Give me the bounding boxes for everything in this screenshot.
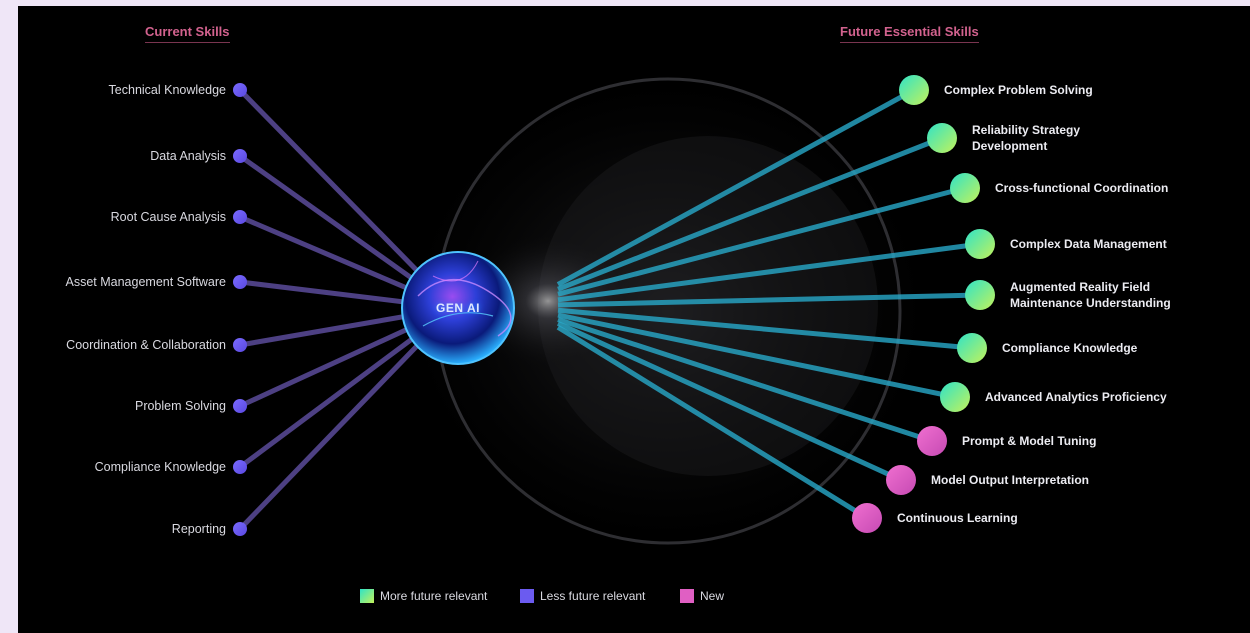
current-skill-label: Root Cause Analysis [110, 210, 226, 224]
new-swatch [680, 589, 694, 603]
more-relevant-swatch [360, 589, 374, 603]
gen-ai-orb [401, 251, 515, 365]
future-skill-label: Continuous Learning [897, 511, 1018, 525]
future-skill-label: Complex Data Management [1010, 237, 1167, 251]
future-skill-label: Advanced Analytics Proficiency [985, 390, 1167, 404]
current-skill-node [233, 338, 247, 352]
future-skill-node [940, 382, 970, 412]
future-skill-node [950, 173, 980, 203]
less-relevant-swatch [520, 589, 534, 603]
future-skills-header: Future Essential Skills [840, 24, 979, 43]
future-connector-line [556, 87, 916, 287]
current-connector-line [238, 153, 430, 292]
future-skill-label: Model Output Interpretation [931, 473, 1089, 487]
current-skill-label: Reporting [171, 522, 226, 536]
future-skill-label: Cross-functional Coordination [995, 181, 1169, 195]
legend-new: New [680, 589, 724, 603]
future-skill-label: Reliability Strategy Development [972, 123, 1081, 153]
diagram-canvas: Current Skills Future Essential Skills G… [18, 6, 1250, 633]
current-skill-nodes [233, 83, 247, 536]
current-skill-node [233, 149, 247, 163]
new-skill-node [886, 465, 916, 495]
legend-label: More future relevant [380, 589, 488, 603]
current-skill-node [233, 210, 247, 224]
legend-less-relevant: Less future relevant [520, 589, 645, 603]
future-connector-line [557, 185, 966, 297]
legend-label: New [700, 589, 725, 603]
future-connector-line [556, 325, 869, 521]
current-connector-line [239, 214, 429, 300]
current-skill-label: Asset Management Software [65, 275, 227, 289]
current-connector-line [238, 317, 430, 409]
future-skill-node [957, 333, 987, 363]
current-skill-node [233, 275, 247, 289]
connection-graph [233, 75, 995, 545]
future-connector-line [557, 241, 981, 303]
new-skill-node [852, 503, 882, 533]
future-skill-node [965, 229, 995, 259]
current-skill-node [233, 522, 247, 536]
future-connector-line [557, 312, 956, 400]
future-skill-label: Augmented Reality Field Maintenance Unde… [1010, 280, 1171, 310]
current-skill-node [233, 83, 247, 97]
current-connector-line [238, 88, 430, 284]
future-skill-nodes [852, 75, 995, 533]
gen-ai-label: GEN AI [436, 301, 480, 315]
current-skill-node [233, 460, 247, 474]
legend-label: Less future relevant [540, 589, 646, 603]
current-connector-line [238, 325, 430, 470]
future-connector-line [557, 307, 973, 351]
current-connector-line [238, 332, 430, 531]
current-skill-connectors [238, 88, 430, 531]
future-connector-line [557, 292, 981, 308]
current-skills-header: Current Skills [145, 24, 230, 43]
current-skill-label: Data Analysis [150, 149, 226, 163]
current-connector-line [239, 279, 429, 308]
current-skill-node [233, 399, 247, 413]
current-skill-label: Coordination & Collaboration [66, 338, 226, 352]
legend-more-relevant: More future relevant [360, 589, 487, 603]
future-skill-node [927, 123, 957, 153]
future-skill-label: Complex Problem Solving [944, 83, 1093, 97]
current-skill-label: Compliance Knowledge [94, 460, 226, 474]
future-skill-node [899, 75, 929, 105]
future-connector-line [556, 321, 903, 483]
future-skill-connectors [556, 87, 981, 521]
future-connector-line [557, 317, 933, 444]
current-connector-line [239, 309, 429, 348]
future-skill-label: Prompt & Model Tuning [962, 434, 1097, 448]
current-skill-label: Technical Knowledge [108, 83, 226, 97]
future-skill-label: Compliance Knowledge [1002, 341, 1138, 355]
future-skill-node [965, 280, 995, 310]
future-connector-line [557, 135, 943, 292]
new-skill-node [917, 426, 947, 456]
current-skill-label: Problem Solving [134, 399, 226, 413]
